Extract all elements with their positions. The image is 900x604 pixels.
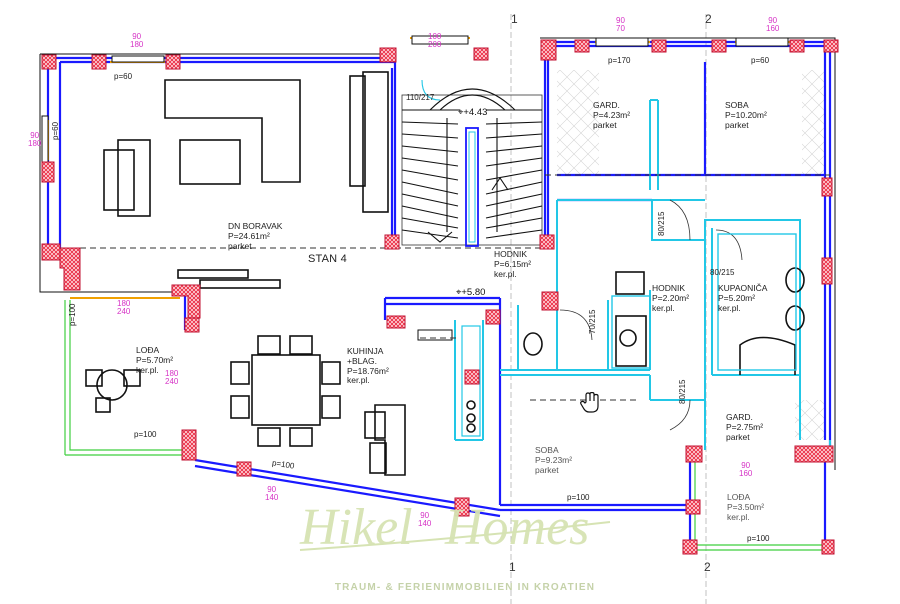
room-label-hodnik1: HODNIK P=6.15m² ker.pl.: [494, 249, 532, 279]
room-floor: ker.pl.: [727, 511, 750, 522]
door-swings: [559, 199, 743, 431]
room-name-1: KUHINJA: [347, 346, 384, 356]
staircase: [401, 79, 543, 247]
room-name: HODNIK: [494, 249, 528, 259]
window-openings: [47, 37, 790, 299]
room-area: P=3.50m²: [727, 501, 765, 512]
level-value: +4.43: [463, 107, 488, 118]
hidden-lines: [60, 174, 830, 401]
room-floor: parket: [593, 119, 617, 130]
axis-top-1: 1: [511, 12, 518, 26]
dim-label: 110/217: [406, 93, 435, 102]
room-name: GARD.: [593, 100, 620, 110]
unit-name: STAN 4: [308, 253, 347, 265]
room-name: HODNIK: [652, 283, 686, 293]
room-area: P=2.75m²: [726, 421, 764, 432]
room-name: SOBA: [535, 445, 559, 455]
room-floor: parket: [228, 240, 252, 251]
room-area: P=24.61m²: [228, 230, 270, 241]
partitions: [454, 99, 831, 450]
dim-label: 80/215: [710, 268, 735, 277]
room-area: P=6.15m²: [494, 258, 532, 269]
axis-bottom-1: 1: [509, 560, 516, 574]
dim-label: p=60: [114, 72, 133, 81]
dim-label: 80/215: [657, 211, 666, 236]
room-floor: parket: [725, 119, 749, 130]
dim-label: p=100: [68, 303, 77, 326]
brand-logo-watermark: Hikel Homes: [299, 499, 611, 556]
room-name: KUPAONIČA: [718, 283, 768, 293]
room-area: P=18.76m²: [347, 365, 389, 376]
room-area: P=10.20m²: [725, 109, 767, 120]
level-mark-stair: ⌖+4.43: [458, 107, 488, 118]
bathroom-fixtures: [611, 233, 797, 371]
room-label-loda2: LOĐA P=3.50m² ker.pl.: [727, 492, 765, 522]
room-floor: ker.pl.: [136, 364, 159, 375]
columns: [41, 39, 839, 555]
room-name: SOBA: [725, 100, 749, 110]
dim-label: 70/215: [588, 309, 597, 334]
level-value: +5.80: [461, 287, 486, 298]
room-floor: parket: [535, 464, 559, 475]
level-mark-entry: ⌖+5.80: [456, 287, 486, 298]
room-label-gard1: GARD. P=4.23m² parket: [593, 100, 631, 130]
hand-cursor-icon: [580, 392, 599, 413]
room-label-loda1: LOĐA P=5.70m² ker.pl.: [136, 345, 174, 375]
room-area: P=5.70m²: [136, 354, 174, 365]
room-label-kuhinja: KUHINJA +BLAG. P=18.76m² ker.pl.: [347, 346, 389, 386]
room-floor: parket: [726, 431, 750, 442]
room-label-soba2: SOBA P=9.23m² parket: [535, 445, 573, 475]
dim-label: p=100: [567, 493, 590, 502]
brand-tagline: TRAUM- & FERIENIMMOBILIEN IN KROATIEN: [334, 582, 596, 593]
room-label-hodnik2: HODNIK P=2.20m² ker.pl.: [652, 283, 690, 313]
dim-label: p=60: [51, 121, 60, 140]
room-label-kupaonica: KUPAONIČA P=5.20m² ker.pl.: [718, 283, 768, 313]
furniture: [85, 71, 805, 476]
brand-name-part1: Hikel: [299, 499, 413, 556]
room-label-soba1: SOBA P=10.20m² parket: [725, 100, 767, 130]
room-name: LOĐA: [136, 345, 160, 355]
room-area: P=5.20m²: [718, 292, 756, 303]
room-floor: ker.pl.: [347, 375, 370, 386]
dim-label: p=100: [747, 534, 770, 543]
room-name: LOĐA: [727, 492, 751, 502]
dim-label: 80/215: [678, 379, 687, 404]
room-area: P=2.20m²: [652, 292, 690, 303]
room-label-gard2: GARD. P=2.75m² parket: [726, 412, 764, 442]
room-label-living: DN BORAVAK P=24.61m² parket: [228, 221, 283, 251]
room-name: GARD.: [726, 412, 753, 422]
room-name-2: +BLAG.: [347, 355, 378, 366]
room-floor: ker.pl.: [494, 268, 517, 279]
room-floor: ker.pl.: [718, 302, 741, 313]
window-frames: [41, 35, 789, 163]
room-name: DN BORAVAK: [228, 221, 283, 231]
room-area: P=9.23m²: [535, 454, 573, 465]
walls: [46, 40, 832, 550]
dim-label: p=100: [134, 430, 157, 439]
dim-label: p=170: [608, 56, 631, 65]
room-floor: ker.pl.: [652, 302, 675, 313]
axis-top-2: 2: [705, 12, 712, 26]
room-area: P=4.23m²: [593, 109, 631, 120]
axis-bottom-2: 2: [704, 560, 711, 574]
dim-label: p=60: [751, 56, 770, 65]
